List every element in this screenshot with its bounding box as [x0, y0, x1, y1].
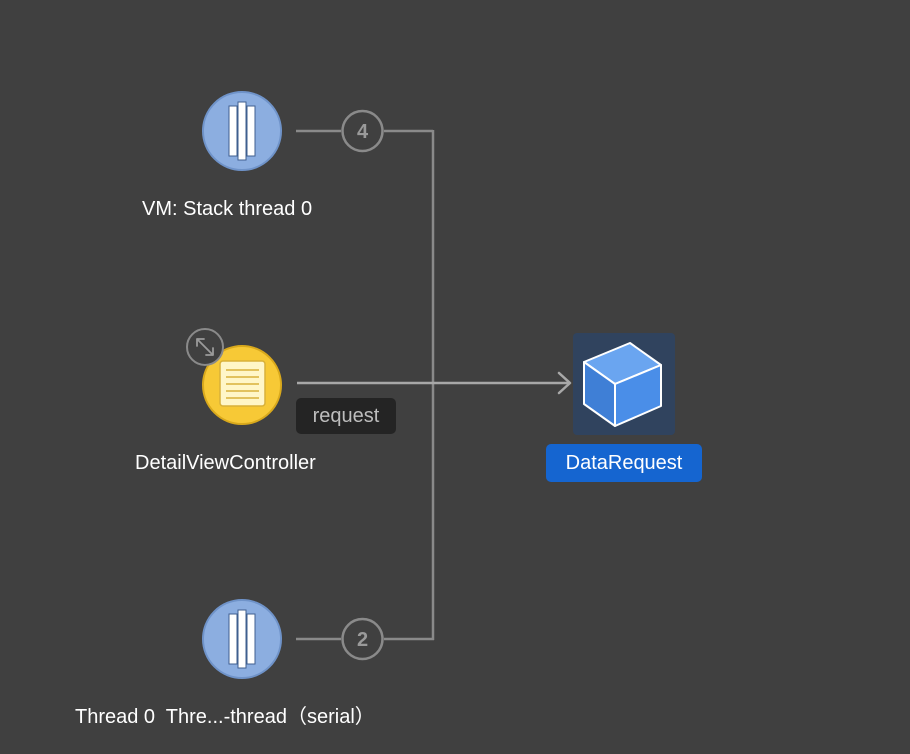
node-label-data-request[interactable]: DataRequest: [546, 444, 702, 482]
thread-icon: [228, 101, 256, 161]
cube-icon: [583, 342, 662, 427]
document-icon: [219, 360, 266, 407]
thread-node-vm[interactable]: [202, 91, 282, 171]
request-edge[interactable]: [297, 371, 572, 395]
thread-count-text: 4: [357, 121, 369, 143]
edge-label-request[interactable]: request: [296, 398, 396, 434]
thread-count-text: 2: [357, 629, 368, 651]
data-request-node[interactable]: [573, 333, 675, 435]
thread-icon: [228, 609, 256, 669]
node-label-vm-thread: VM: Stack thread 0: [142, 198, 313, 220]
node-label-serial-thread: Thread 0 Thre...-thread（serial）: [75, 706, 375, 728]
thread-count-badge-top: 4: [341, 109, 384, 153]
thread-count-badge-bottom: 2: [341, 617, 384, 661]
expand-icon[interactable]: [186, 328, 224, 366]
thread-connector: [296, 129, 435, 641]
controller-node[interactable]: [202, 345, 282, 425]
node-label-controller: DetailViewController: [135, 452, 316, 474]
thread-node-serial[interactable]: [202, 599, 282, 679]
